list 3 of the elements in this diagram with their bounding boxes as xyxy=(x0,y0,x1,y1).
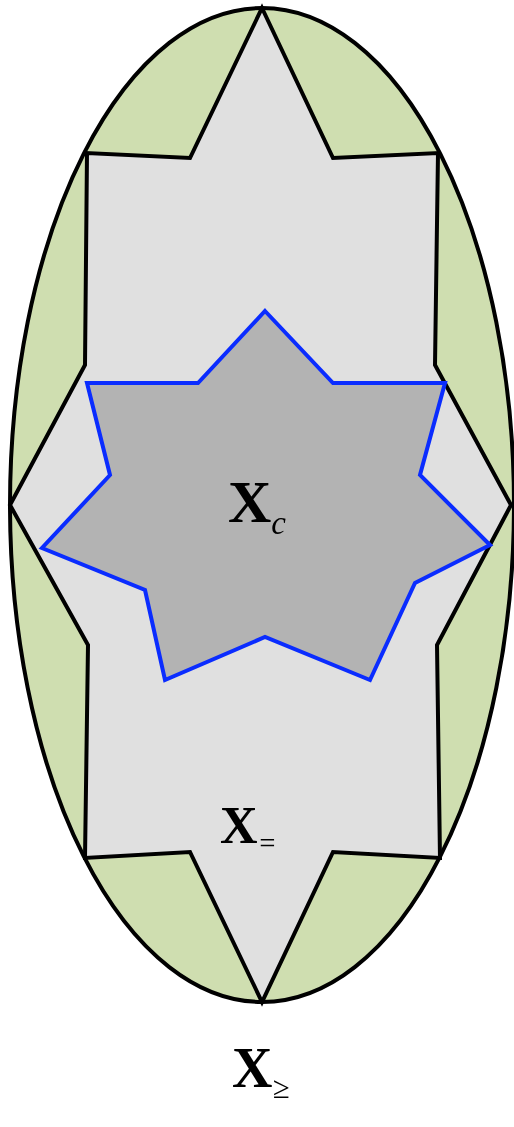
set-label: X$_{=}$ xyxy=(220,800,277,859)
set-label: X$_{≥}$ xyxy=(232,1040,290,1104)
set-label: X$_{c}$ xyxy=(228,472,286,540)
